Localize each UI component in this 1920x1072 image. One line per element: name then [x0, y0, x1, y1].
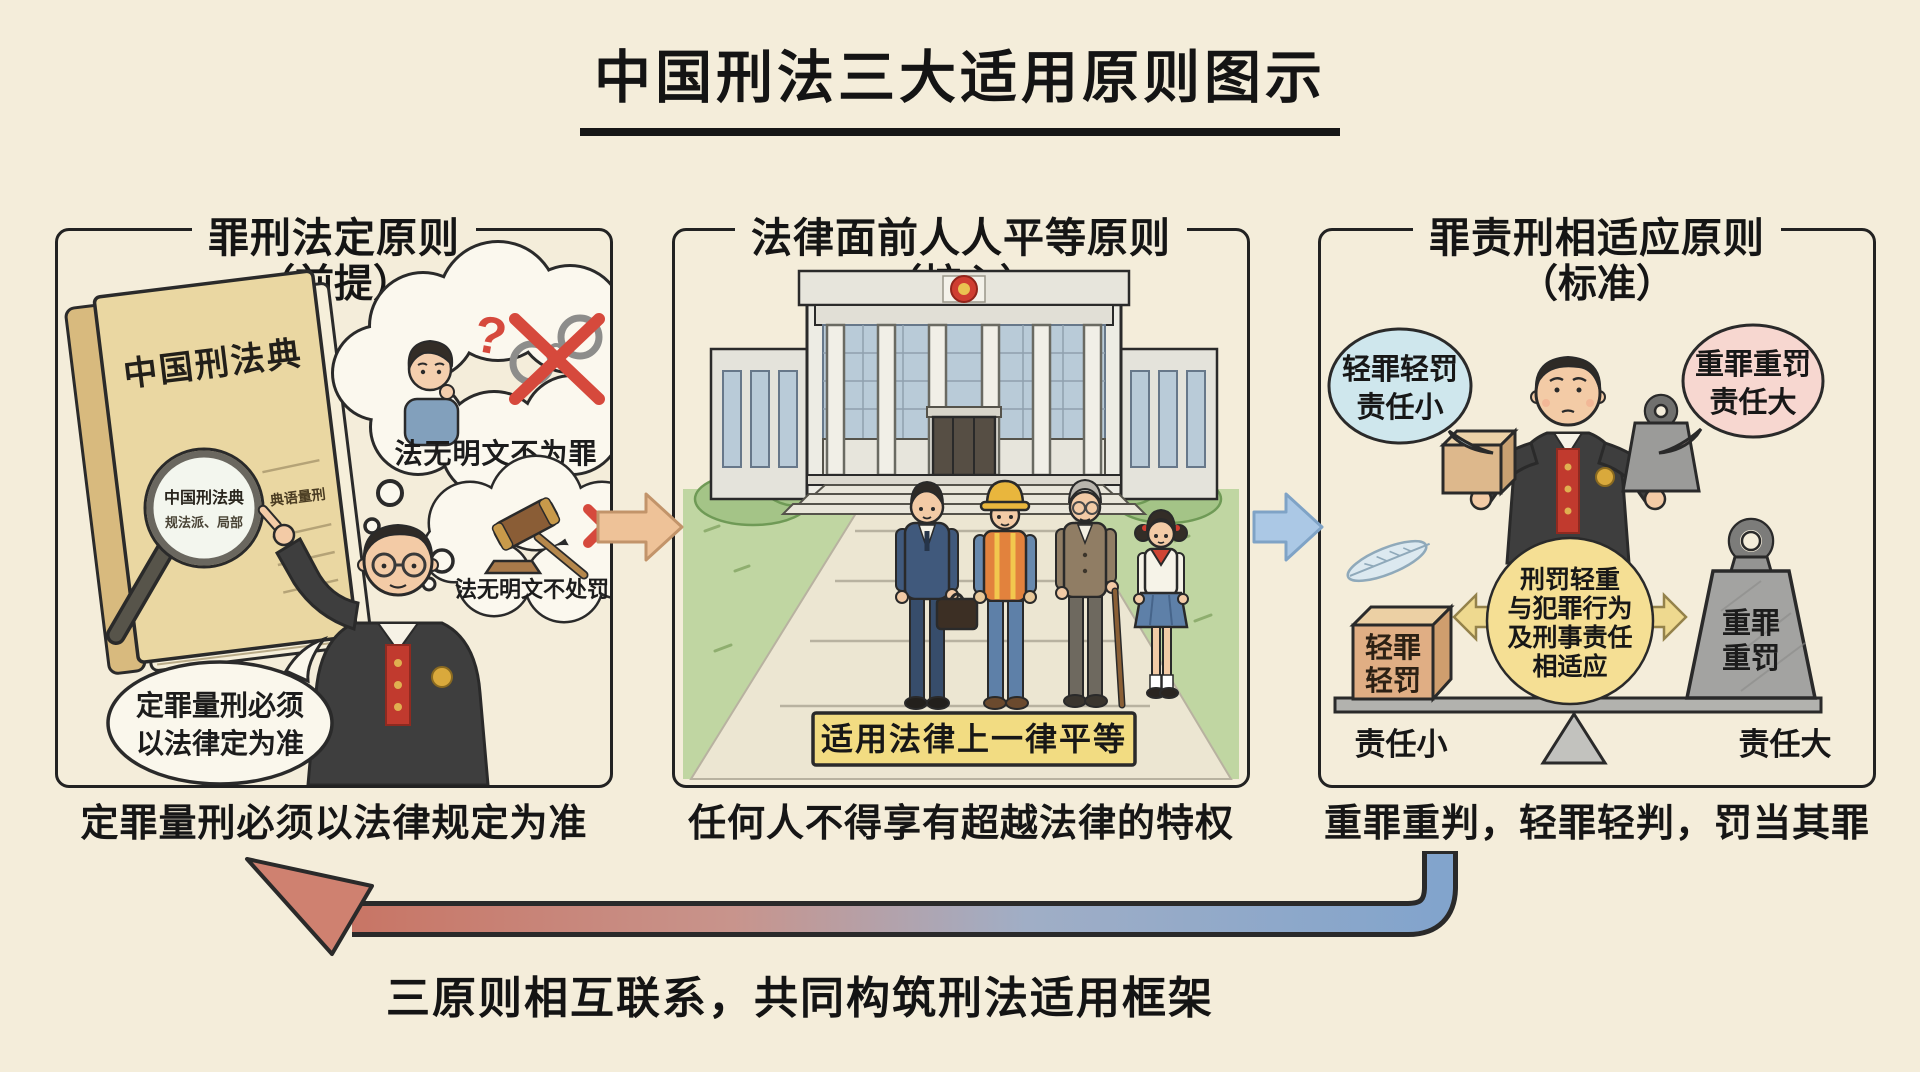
courthouse-building: [709, 269, 1219, 515]
gavel-icon: [483, 497, 589, 580]
judge-figure: [257, 504, 490, 785]
circle-line2: 与犯罪行为: [1507, 595, 1632, 623]
bubble-light-crime: 轻罪轻罚 责任小: [1327, 327, 1494, 455]
panel3-caption: 重罪重判，轻罪轻判，罚当其罪: [1323, 803, 1870, 845]
badge-emblem-icon: [431, 666, 453, 688]
confused-person-icon: [403, 339, 460, 447]
banner-text: 适用法律上一律平等: [821, 721, 1127, 757]
weight-line2: 重罚: [1722, 642, 1780, 675]
bubble-heavy-line2: 责任大: [1709, 386, 1796, 419]
entrance-door: [931, 415, 997, 477]
lens-text-line1: 中国刑法典: [164, 488, 244, 507]
speech-line2: 以法律定为准: [136, 727, 304, 759]
circle-line1: 刑罚轻重: [1520, 566, 1620, 594]
thought-bubble-no-punishment: 法无明文不处罚: [421, 457, 610, 621]
light-box-line2: 轻罚: [1365, 665, 1421, 696]
panel2-title: 法律面前人人平等原则: [735, 204, 1187, 264]
bubble-heavy-line1: 重罪重罚: [1695, 348, 1811, 381]
badge-emblem-icon: [1595, 467, 1615, 487]
equality-banner: 适用法律上一律平等: [811, 711, 1137, 767]
citizen-businessman: [895, 480, 979, 710]
label-responsibility-small: 责任小: [1355, 727, 1448, 762]
light-crime-box: 轻罪 轻罚: [1349, 603, 1455, 703]
panel3-title: 罪责刑相适应原则: [1413, 204, 1781, 264]
panel1-title: 罪刑法定原则: [192, 204, 476, 264]
bubble-light-line2: 责任小: [1356, 391, 1443, 424]
weight-line1: 重罪: [1722, 607, 1780, 640]
red-x-icon: [509, 313, 605, 405]
light-box-line1: 轻罪: [1365, 632, 1421, 663]
panel2-caption: 任何人不得享有超越法律的特权: [687, 803, 1234, 845]
panel1-caption: 定罪量刑必须以法律规定为准: [80, 803, 588, 845]
citizen-worker: [973, 479, 1037, 710]
page-title: 中国刑法三大适用原则图示: [580, 32, 1340, 136]
panel2-illustration: 适用法律上一律平等: [683, 269, 1239, 780]
heavy-crime-weight: 重罪 重罚: [1684, 517, 1818, 700]
book-page-text: 典语量刑: [269, 486, 327, 509]
feedback-loop-arrow: [245, 851, 1458, 956]
panel-legality-principle: 罪刑法定原则 （前提）: [55, 204, 613, 788]
label-responsibility-large: 责任大: [1739, 727, 1832, 762]
thought1-text: 法无明文不为罪: [394, 437, 597, 469]
hard-hat-icon: [985, 479, 1025, 507]
page-title-wrap: 中国刑法三大适用原则图示: [0, 32, 1920, 136]
proportionality-circle: 刑罚轻重 与犯罪行为 及刑事责任 相适应: [1452, 536, 1688, 706]
citizen-schoolgirl: [1133, 508, 1189, 699]
speech-bubble-legality: 定罪量刑必须 以法律定为准: [106, 636, 334, 785]
circle-line3: 及刑事责任: [1507, 624, 1632, 652]
citizen-elder: [1055, 478, 1126, 709]
thought-bubble-no-crime: ? 法无明文不为罪: [334, 243, 610, 535]
feather-icon: [1346, 539, 1431, 583]
balance-fulcrum: [1540, 711, 1608, 765]
panel3-illustration: 轻罪轻罚 责任小 重罪重罚 责任大: [1327, 323, 1832, 765]
briefcase-icon: [935, 597, 979, 631]
panel-equality-principle: 法律面前人人平等原则 （核心）: [672, 204, 1250, 788]
red-scarf-icon: [1149, 548, 1173, 567]
feedback-arrowhead-icon: [245, 857, 374, 956]
arrow-panel2-to-panel3: [1252, 492, 1324, 562]
footer-conclusion: 三原则相互联系，共同构筑刑法适用框架: [386, 974, 1214, 1023]
panel3-subtitle: （标准）: [1518, 263, 1675, 306]
lens-text-line2: 规法派、局部: [165, 515, 243, 530]
held-light-box-icon: [1439, 427, 1519, 497]
held-heavy-weight-icon: [1621, 393, 1701, 493]
panel1-illustration: 中国刑法典 典语量刑 中国刑法典 规法派、局部: [64, 231, 610, 785]
judge-weighing-figure: [1439, 355, 1701, 565]
panel-proportionality-principle: 罪责刑相适应原则 （标准）: [1318, 204, 1876, 788]
bubble-light-line1: 轻罪轻罚: [1342, 353, 1458, 386]
speech-line1: 定罪量刑必须: [136, 689, 304, 721]
thought2-text: 法无明文不处罚: [455, 577, 609, 602]
bubble-heavy-crime: 重罪重罚 责任大: [1658, 323, 1825, 455]
circle-line4: 相适应: [1532, 652, 1607, 681]
